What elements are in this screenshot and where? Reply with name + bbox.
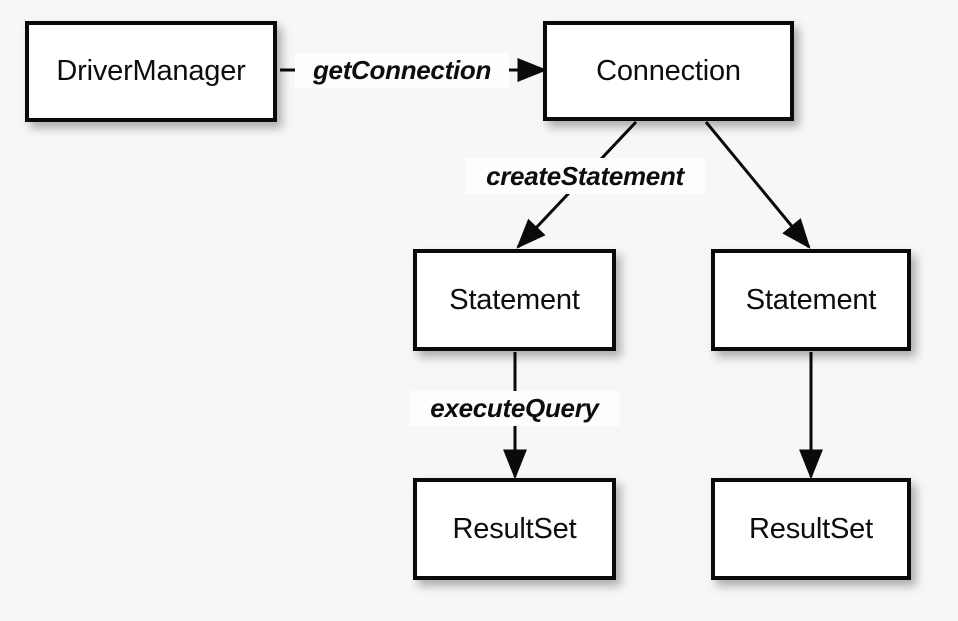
node-statement-left[interactable]: Statement [413, 249, 616, 351]
node-resultset-left-label: ResultSet [452, 512, 577, 545]
node-connection[interactable]: Connection [543, 21, 794, 121]
edge-create-statement-right [704, 121, 811, 249]
node-statement-left-label: Statement [449, 283, 580, 316]
node-resultset-left[interactable]: ResultSet [413, 478, 616, 580]
node-resultset-right-label: ResultSet [749, 512, 873, 545]
node-driver-manager[interactable]: DriverManager [25, 21, 277, 122]
node-resultset-right[interactable]: ResultSet [711, 478, 911, 580]
node-statement-right[interactable]: Statement [711, 249, 911, 351]
edge-label-execute-query: executeQuery [409, 391, 620, 426]
node-statement-right-label: Statement [745, 283, 877, 316]
edge-label-get-connection: getConnection [295, 53, 509, 88]
node-driver-manager-label: DriverManager [56, 55, 246, 87]
edge-label-create-statement: createStatement [465, 158, 705, 194]
node-connection-label: Connection [596, 54, 741, 87]
